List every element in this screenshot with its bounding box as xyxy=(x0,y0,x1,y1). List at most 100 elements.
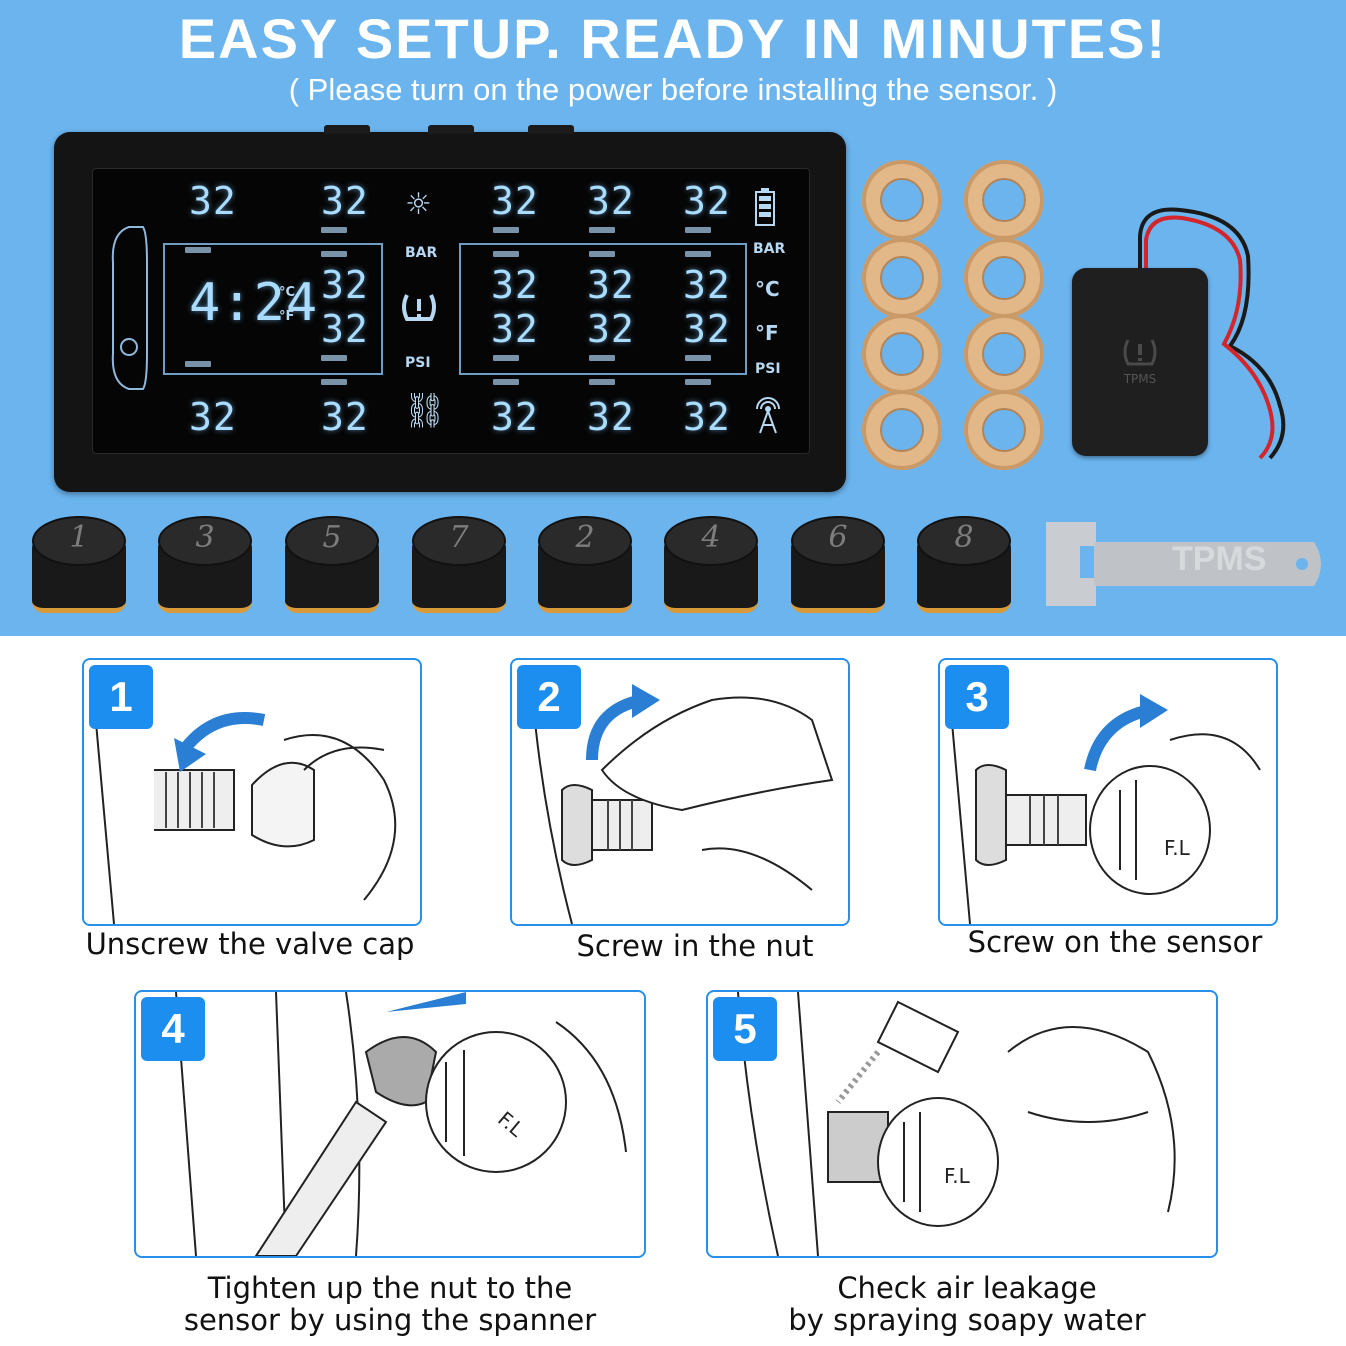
tire-reading: 32 xyxy=(189,179,237,223)
bar-unit-label: BAR xyxy=(405,245,438,261)
tire-reading: 32 xyxy=(491,395,539,439)
tpms-warning-icon xyxy=(402,294,436,321)
battery-indicator xyxy=(589,251,615,257)
brightness-icon: ☼ xyxy=(405,187,432,222)
brass-nut xyxy=(964,238,1044,318)
step-5-panel: F.L 5 xyxy=(706,990,1218,1258)
tpms-warning-icon xyxy=(1123,339,1157,366)
link-icon: ⛓ xyxy=(403,391,447,431)
tire-reading: 32 xyxy=(683,179,731,223)
spanner-label: TPMS xyxy=(1172,540,1267,578)
tire-reading: 32 xyxy=(189,395,237,439)
tire-reading: 32 xyxy=(587,307,635,351)
battery-indicator xyxy=(493,379,519,385)
tpms-monitor: 32 32 32 32 32 32 4:24 °C °F ☼ BAR PSI xyxy=(54,125,846,492)
brass-nut xyxy=(964,390,1044,470)
brass-nut xyxy=(862,390,942,470)
battery-indicator xyxy=(185,247,211,253)
sensor-number: 8 xyxy=(954,520,974,555)
battery-indicator xyxy=(185,361,211,367)
battery-indicator xyxy=(321,379,347,385)
battery-indicator xyxy=(493,251,519,257)
tire-sensor: 7 xyxy=(412,516,506,613)
battery-level-icon xyxy=(755,188,775,226)
receiver-label: TPMS xyxy=(1123,372,1157,386)
battery-indicator xyxy=(321,251,347,257)
step-3-caption: Screw on the sensor xyxy=(967,925,1263,959)
power-cable xyxy=(1138,207,1286,460)
battery-indicator xyxy=(589,227,615,233)
sensor-number: 2 xyxy=(575,520,595,555)
tire-reading: 32 xyxy=(491,263,539,307)
tire-sensor: 6 xyxy=(791,516,885,613)
step-1-caption: Unscrew the valve cap xyxy=(85,927,415,961)
sensor-number: 5 xyxy=(322,520,342,555)
battery-indicator xyxy=(685,251,711,257)
tire-sensor: 4 xyxy=(664,516,758,613)
signal-antenna-icon xyxy=(756,397,780,434)
tire-sensor: 2 xyxy=(538,516,632,613)
sensor-position-tag: F.L xyxy=(1164,836,1190,860)
tire-sensor: 5 xyxy=(285,516,379,613)
monitor-button xyxy=(428,125,474,134)
check-air-leakage-illustration xyxy=(737,992,1176,1256)
battery-indicator xyxy=(493,227,519,233)
caption-line: Tighten up the nut to the xyxy=(207,1271,573,1305)
brass-nut xyxy=(862,238,942,318)
battery-indicator xyxy=(321,355,347,361)
celsius-unit: °C xyxy=(755,277,780,301)
monitor-button xyxy=(324,125,370,134)
sensor-number: 1 xyxy=(69,520,89,555)
screw-on-sensor-illustration xyxy=(949,694,1261,924)
monitor-button xyxy=(528,125,574,134)
step-number-badge: 3 xyxy=(945,665,1009,729)
unscrew-valve-cap-illustration xyxy=(93,699,397,924)
display-frame xyxy=(459,243,747,375)
tire-reading: 32 xyxy=(683,395,731,439)
tpms-receiver: TPMS xyxy=(1072,268,1208,456)
display-frame xyxy=(163,243,383,375)
battery-indicator xyxy=(589,379,615,385)
step-3-panel: F.L 3 xyxy=(938,658,1278,926)
caption-line: by spraying soapy water xyxy=(788,1303,1146,1337)
sensor-position-tag: F.L xyxy=(944,1164,970,1188)
spanner-tool: TPMS xyxy=(1044,516,1328,612)
psi-unit-label: PSI xyxy=(755,361,781,377)
step-4-panel: F.L 4 xyxy=(134,990,646,1258)
tire-sensor: 8 xyxy=(917,516,1011,613)
celsius-unit: °C xyxy=(279,285,296,300)
tire-reading: 32 xyxy=(587,263,635,307)
battery-indicator xyxy=(685,379,711,385)
psi-unit-label: PSI xyxy=(405,355,431,371)
sensor-number: 6 xyxy=(828,520,848,555)
caption-line: sensor by using the spanner xyxy=(183,1303,597,1337)
tire-reading: 32 xyxy=(683,307,731,351)
battery-indicator xyxy=(321,227,347,233)
step-2-panel: 2 xyxy=(510,658,850,926)
tire-reading: 32 xyxy=(491,307,539,351)
tire-reading: 32 xyxy=(321,395,369,439)
step-number-badge: 2 xyxy=(517,665,581,729)
tire-sensor: 1 xyxy=(32,516,126,613)
step-number-badge: 1 xyxy=(89,665,153,729)
fahrenheit-unit: °F xyxy=(755,321,779,345)
tire-reading: 32 xyxy=(321,263,369,307)
tire-reading: 32 xyxy=(587,395,635,439)
tighten-nut-with-spanner-illustration xyxy=(175,992,627,1256)
sensor-number: 4 xyxy=(701,520,721,555)
fahrenheit-unit: °F xyxy=(279,309,295,324)
step-5-caption: Check air leakage by spraying soapy wate… xyxy=(712,1272,1222,1336)
tire-sensor: 3 xyxy=(158,516,252,613)
brass-nut xyxy=(862,314,942,394)
step-2-caption: Screw in the nut xyxy=(576,929,814,963)
screw-in-nut-illustration xyxy=(531,684,834,924)
tire-reading: 32 xyxy=(587,179,635,223)
product-banner: EASY SETUP. READY IN MINUTES! ( Please t… xyxy=(0,0,1346,636)
step-number-badge: 4 xyxy=(141,997,205,1061)
brass-nut xyxy=(964,314,1044,394)
step-4-caption: Tighten up the nut to the sensor by usin… xyxy=(130,1272,650,1336)
car-outline-icon xyxy=(111,226,148,390)
battery-indicator xyxy=(685,355,711,361)
step-number-badge: 5 xyxy=(713,997,777,1061)
sensor-number: 3 xyxy=(195,520,215,555)
